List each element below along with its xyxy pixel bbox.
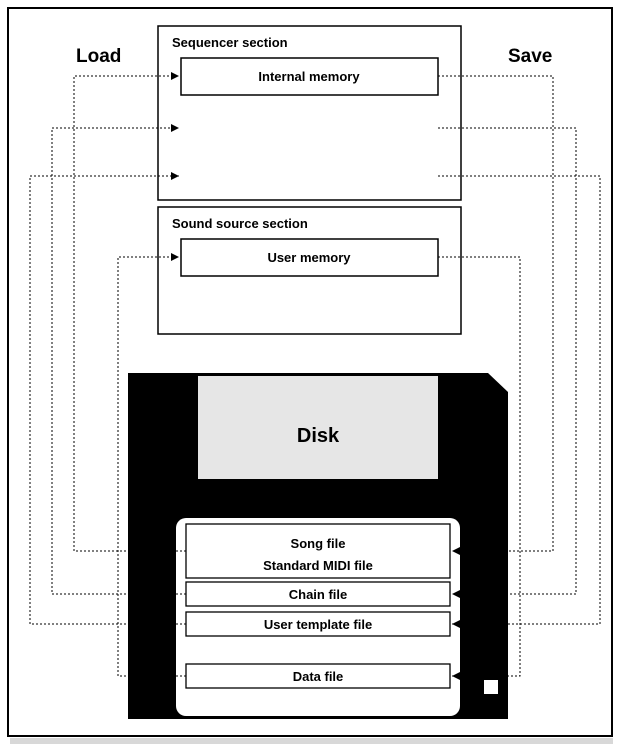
standard-midi-file-label: Standard MIDI file [263,558,373,573]
save-label: Save [508,46,552,67]
sequencer-section-box [157,25,462,201]
load-path-user-template-file [29,172,186,625]
sound-source-section-title: Sound source section [172,216,308,231]
save-path-chain-file [438,127,577,598]
song-file-box [185,523,451,579]
user-template-file-label: User template file [264,617,372,632]
load-path-song-file [73,72,186,552]
internal-memory-label: Internal memory [258,69,360,84]
song-file-label: Song file [291,536,346,551]
data-file-box [185,663,451,689]
write-protect-tab [484,680,498,694]
disk-label-area [198,376,438,479]
frame-shadow [10,738,613,744]
chain-file-box [185,581,451,607]
user-memory-label: User memory [267,250,351,265]
user-template-file-box [185,611,451,637]
disk-label: Disk [297,425,340,447]
save-path-user-template-file [438,175,601,628]
data-file-label: Data file [293,669,344,684]
chain-file-label: Chain file [289,587,348,602]
sequencer-section-title: Sequencer section [172,35,288,50]
internal-memory-box [180,57,439,96]
load-label: Load [76,46,121,67]
save-path-song-file [438,75,554,555]
load-path-data-file [117,253,186,677]
save-path-data-file [438,256,521,680]
